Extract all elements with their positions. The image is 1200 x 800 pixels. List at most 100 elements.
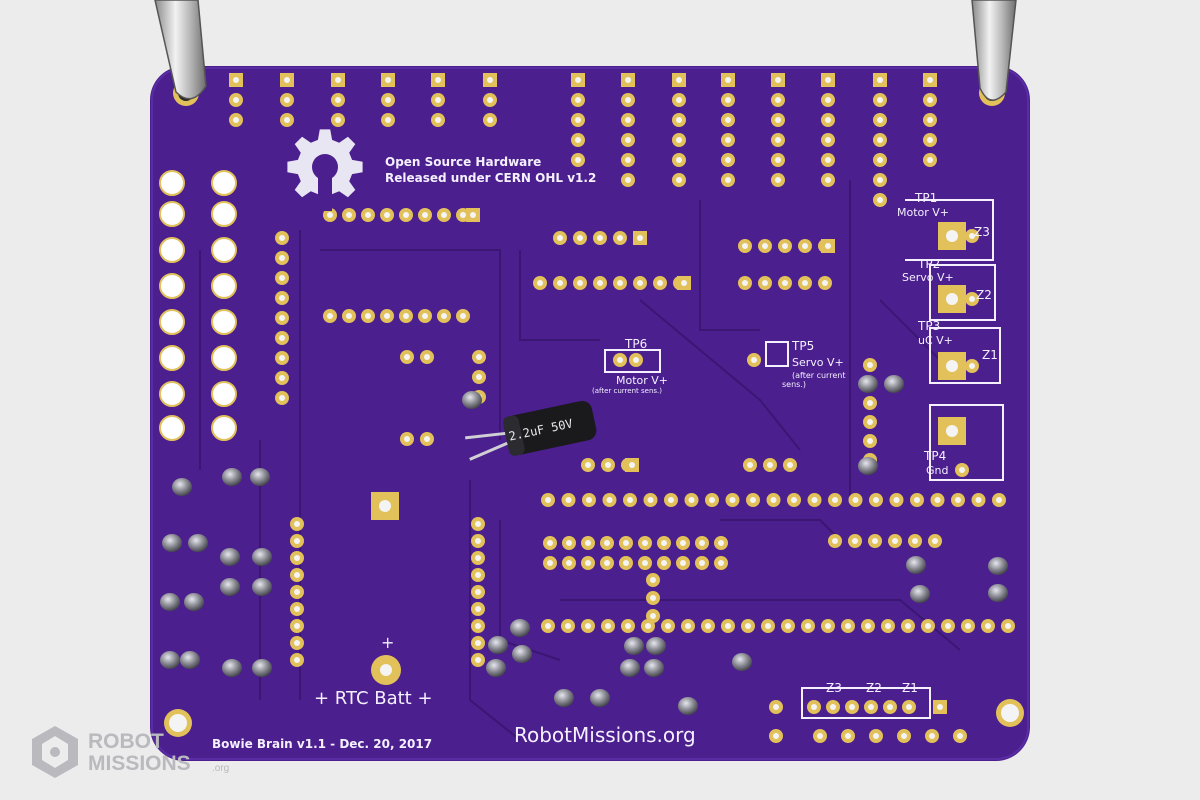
pad: [841, 619, 855, 633]
pad: [381, 113, 395, 127]
pad: [883, 700, 897, 714]
pad: [695, 556, 709, 570]
tp6-label: TP6: [624, 337, 647, 351]
pad: [621, 113, 635, 127]
pad: [928, 534, 942, 548]
pad: [873, 113, 887, 127]
pad: [471, 568, 485, 582]
tp1-desc: Motor V+: [897, 206, 949, 219]
pad: [888, 534, 902, 548]
pad: [813, 729, 827, 743]
pad: [471, 585, 485, 599]
pad: [758, 239, 772, 253]
pad: [923, 153, 937, 167]
tp5-desc: Servo V+: [792, 356, 844, 369]
pad: [971, 493, 986, 507]
alligator-clip-left: [154, 0, 207, 100]
pad: [721, 93, 735, 107]
pad: [863, 434, 877, 448]
pad: [798, 276, 812, 290]
pad: [573, 231, 587, 245]
pad: [747, 353, 761, 367]
pad: [771, 93, 785, 107]
pad: [229, 113, 243, 127]
pad: [681, 619, 695, 633]
pad: [472, 370, 486, 384]
pad: [471, 551, 485, 565]
version-label: Bowie Brain v1.1 - Dec. 20, 2017: [212, 737, 432, 751]
pad: [738, 276, 752, 290]
pad: [613, 231, 627, 245]
watermark-line2: MISSIONS: [88, 752, 191, 775]
pad: [533, 276, 547, 290]
pad: [431, 73, 445, 87]
pad: [676, 556, 690, 570]
pad: [581, 458, 595, 472]
pad: [420, 432, 434, 446]
pad: [561, 619, 575, 633]
pad: [380, 208, 394, 222]
pad: [561, 493, 576, 507]
pad: [714, 536, 728, 550]
pad: [746, 493, 760, 507]
pad: [472, 350, 486, 364]
tp4-desc: Gnd: [926, 464, 948, 477]
pad: [873, 133, 887, 147]
pad: [619, 536, 633, 550]
pad: [641, 619, 655, 633]
pad: [701, 619, 715, 633]
pad: [483, 93, 497, 107]
pad: [275, 311, 289, 325]
pad: [821, 93, 835, 107]
tp2-label: TP2: [917, 257, 940, 271]
pad: [861, 619, 875, 633]
pad: [290, 585, 304, 599]
pad: [864, 700, 878, 714]
pad: [953, 729, 967, 743]
pad: [677, 276, 691, 290]
rtc-batt-label: + RTC Batt +: [314, 688, 433, 709]
pad: [471, 619, 485, 633]
pad: [801, 619, 815, 633]
pad: [778, 276, 792, 290]
pad: [941, 619, 955, 633]
pad: [821, 173, 835, 187]
pad: [420, 350, 434, 364]
pad: [275, 351, 289, 365]
pad: [653, 276, 667, 290]
pad: [676, 536, 690, 550]
pad: [621, 173, 635, 187]
pad: [229, 93, 243, 107]
tp3-desc: uC V+: [918, 334, 953, 347]
pad: [766, 493, 781, 507]
pad: [863, 358, 877, 372]
pad: [601, 458, 615, 472]
pad: [873, 193, 887, 207]
pad: [625, 458, 639, 472]
pad: [738, 239, 752, 253]
pad: [672, 73, 686, 87]
pad: [841, 729, 855, 743]
solder-joints: [160, 375, 1008, 715]
pad: [848, 534, 862, 548]
pad: [418, 309, 432, 323]
test-point-boxes: [604, 199, 1004, 719]
pad: [633, 276, 647, 290]
pad: [471, 636, 485, 650]
pad: [657, 556, 671, 570]
pad: [400, 350, 414, 364]
pad: [275, 331, 289, 345]
pad: [553, 276, 567, 290]
pad: [873, 93, 887, 107]
pad: [721, 173, 735, 187]
pad: [783, 458, 797, 472]
alligator-clip-right: [971, 0, 1017, 101]
pad: [562, 556, 576, 570]
pad: [290, 551, 304, 565]
pad: [431, 93, 445, 107]
z1-label: Z1: [982, 348, 998, 362]
pad: [897, 729, 911, 743]
pad: [290, 619, 304, 633]
pad: [290, 602, 304, 616]
tp6-note: (after current sens.): [592, 387, 662, 395]
